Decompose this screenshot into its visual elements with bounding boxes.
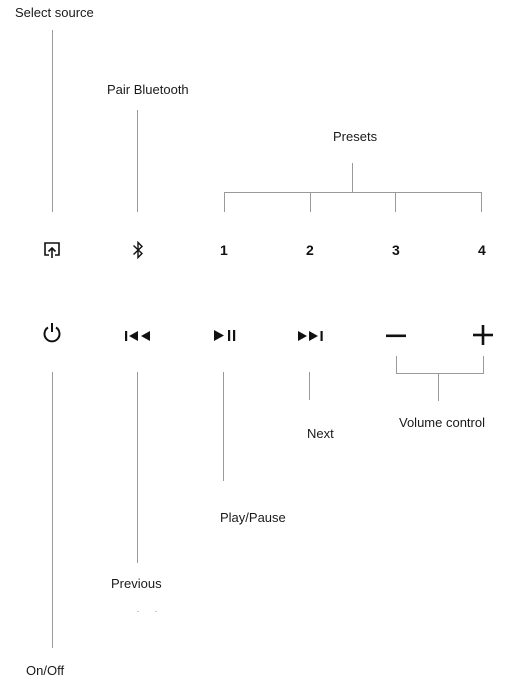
preset-3: 3 [392, 242, 400, 258]
pair-bluetooth-leader-line [137, 110, 138, 212]
bluetooth-icon [133, 240, 144, 260]
next-leader-line [309, 372, 310, 400]
volume-up-tick [483, 356, 484, 374]
preset-1-tick [224, 192, 225, 212]
select-source-label: Select source [15, 5, 94, 20]
preset-2: 2 [306, 242, 314, 258]
previous-track-icon [125, 331, 150, 341]
volume-up-icon [473, 325, 493, 345]
next-track-icon [298, 331, 323, 341]
preset-1: 1 [220, 242, 228, 258]
power-icon [43, 323, 61, 343]
volume-stem-line [438, 373, 439, 401]
preset-4-tick [481, 192, 482, 212]
on-off-label: On/Off [26, 663, 65, 678]
presets-label: Presets [333, 129, 378, 144]
volume-down-icon [386, 334, 406, 338]
on-off-leader-line [52, 372, 53, 648]
preset-4: 4 [478, 242, 486, 258]
previous-leader-line [137, 372, 138, 563]
presets-stem-line [352, 163, 353, 192]
preset-2-tick [310, 192, 311, 212]
volume-control-label: Volume control [399, 415, 485, 430]
select-source-icon [44, 242, 60, 258]
select-source-leader-line [52, 30, 53, 212]
preset-3-tick [395, 192, 396, 212]
pair-bluetooth-label: Pair Bluetooth [107, 82, 189, 97]
artifact-speck [155, 611, 157, 612]
play-pause-label: Play/Pause [220, 510, 286, 525]
artifact-speck [137, 611, 139, 612]
volume-bracket-line [396, 373, 484, 374]
play-pause-icon [214, 330, 236, 341]
next-label: Next [307, 426, 334, 441]
play-pause-leader-line [223, 372, 224, 481]
volume-down-tick [396, 356, 397, 374]
presets-bracket-line [224, 192, 482, 193]
previous-label: Previous [111, 576, 162, 591]
